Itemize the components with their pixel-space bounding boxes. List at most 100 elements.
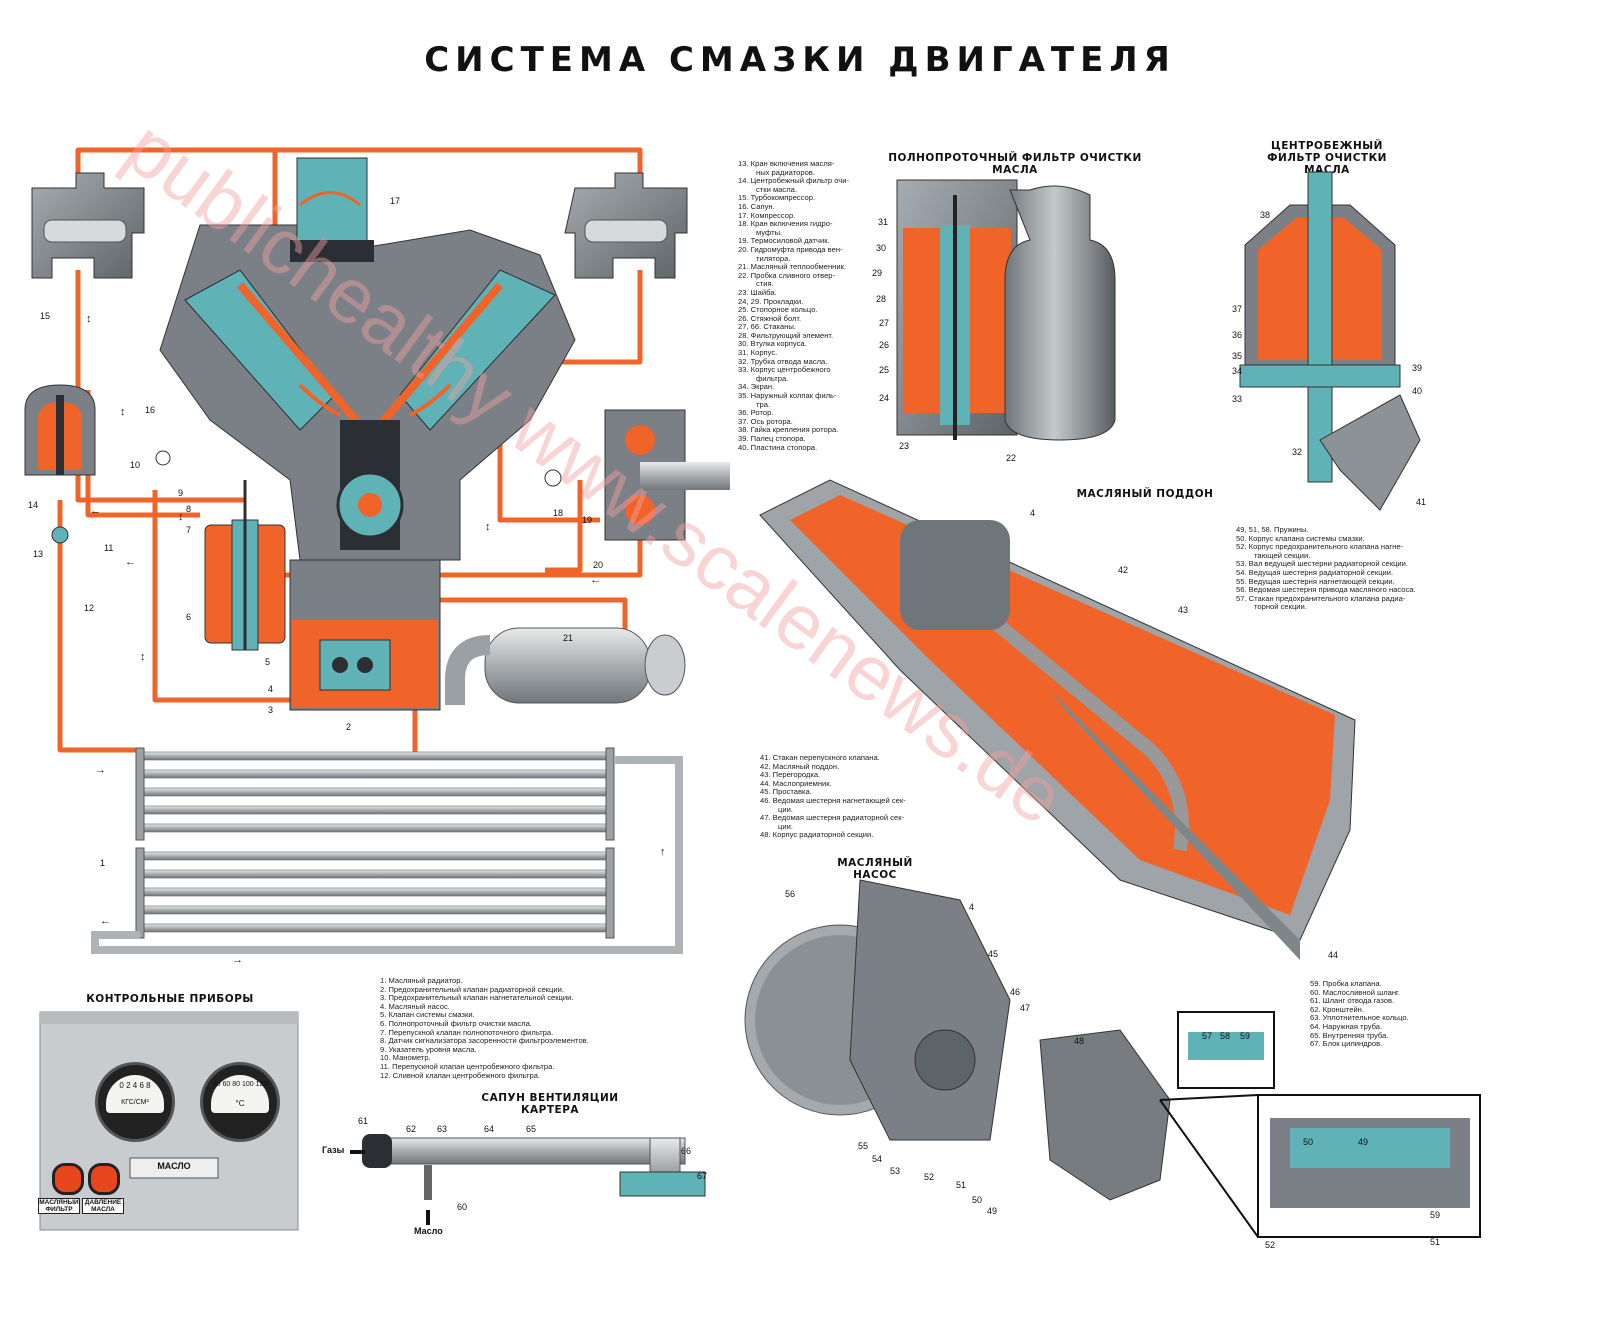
callout-pump: 58 bbox=[1220, 1031, 1231, 1041]
callout-main: 10 bbox=[130, 460, 141, 470]
legend-line: 21. Масляный теплообменник. bbox=[738, 262, 847, 272]
legend-line: 24, 29. Прокладки. bbox=[738, 296, 804, 306]
temperature-ticks: 40 60 80 100 120 bbox=[212, 1081, 268, 1088]
oil-pressure-lamp bbox=[88, 1163, 120, 1195]
legend-line: 63. Уплотнительное кольцо. bbox=[1310, 1013, 1409, 1023]
legend-line: 45. Проставка. bbox=[760, 787, 812, 797]
callout-full_flow: 24 bbox=[879, 393, 890, 403]
svg-text:↕: ↕ bbox=[485, 521, 491, 533]
callout-main: 16 bbox=[145, 405, 156, 415]
legend-line: 20. Гидромуфта привода вен- bbox=[738, 244, 843, 254]
legend-49-57: 49, 51, 58. Пружины.50. Корпус клапана с… bbox=[1236, 525, 1416, 612]
legend-line: 38. Гайка крепления ротора. bbox=[738, 425, 839, 435]
legend-line: 15. Турбокомпрессор. bbox=[738, 193, 816, 203]
legend-59-67: 59. Пробка клапана.60. Маслосливной шлан… bbox=[1310, 979, 1409, 1049]
compressor bbox=[290, 157, 374, 262]
centrifugal-filter-title: ЦЕНТРОБЕЖНЫЙ ФИЛЬТР ОЧИСТКИ МАСЛА bbox=[1267, 140, 1387, 176]
callout-breather: 62 bbox=[406, 1124, 417, 1134]
valve-18-icon bbox=[544, 469, 562, 487]
callout-pump: 51 bbox=[1430, 1237, 1441, 1247]
legend-line: 19. Термосиловой датчик. bbox=[738, 236, 830, 246]
oil-filter-lamp bbox=[52, 1163, 84, 1195]
callout-full_flow: 25 bbox=[879, 365, 890, 375]
turbocharger-left bbox=[31, 172, 145, 279]
callout-main: 19 bbox=[582, 515, 593, 525]
legend-line: 17. Компрессор. bbox=[738, 210, 796, 220]
legend-line: 3. Предохранительный клапан нагнетательн… bbox=[380, 993, 574, 1003]
callout-centrifugal: 33 bbox=[1232, 394, 1243, 404]
manometer-10-icon bbox=[155, 450, 171, 466]
legend-line: 67. Блок цилиндров. bbox=[1310, 1039, 1383, 1049]
callout-full_flow: 22 bbox=[1006, 453, 1017, 463]
gases-label: Газы bbox=[322, 1145, 345, 1155]
callout-pump: 59 bbox=[1240, 1031, 1251, 1041]
callout-pump: 50 bbox=[1303, 1137, 1314, 1147]
legend-line: 39. Палец стопора. bbox=[738, 434, 806, 443]
legend-line: ции. bbox=[778, 821, 793, 831]
callout-centrifugal: 32 bbox=[1292, 447, 1303, 457]
legend-line: 50. Корпус клапана системы смазки. bbox=[1236, 533, 1365, 543]
callout-pump: 57 bbox=[1202, 1031, 1213, 1041]
oil-radiator-1 bbox=[91, 747, 683, 954]
engine-sump bbox=[289, 559, 441, 711]
legend-line: 65. Внутренняя труба. bbox=[1310, 1030, 1389, 1040]
callout-full_flow: 27 bbox=[879, 318, 890, 328]
legend-1-12: 1. Масляный радиатор.2. Предохранительны… bbox=[380, 976, 589, 1080]
callout-main: 5 bbox=[265, 657, 271, 667]
svg-text:↕: ↕ bbox=[120, 406, 126, 418]
oil-temperature-gauge: 40 60 80 100 120 °С bbox=[200, 1062, 280, 1142]
callout-main: 7 bbox=[186, 525, 192, 535]
page-title: СИСТЕМА СМАЗКИ ДВИГАТЕЛЯ bbox=[424, 40, 1176, 80]
legend-line: 47. Ведомая шестерня радиаторной сек- bbox=[760, 813, 905, 823]
callout-main: 4 bbox=[268, 684, 274, 694]
legend-line: 11. Перепускной клапан центробежного фил… bbox=[380, 1061, 555, 1071]
legend-line: 59. Пробка клапана. bbox=[1310, 979, 1382, 988]
callout-pump: 49 bbox=[987, 1206, 998, 1216]
legend-line: 46. Ведомая шестерня нагнетающей сек- bbox=[760, 795, 906, 805]
legend-line: 9. Указатель уровня масла. bbox=[380, 1044, 477, 1054]
callout-centrifugal: 39 bbox=[1412, 363, 1423, 373]
callout-pump: 4 bbox=[969, 902, 975, 912]
callout-main: 20 bbox=[593, 560, 604, 570]
callout-main: 18 bbox=[553, 508, 564, 518]
callout-full_flow: 29 bbox=[872, 268, 883, 278]
callout-full_flow: 28 bbox=[876, 294, 887, 304]
callout-pump: 59 bbox=[1430, 1210, 1441, 1220]
callout-centrifugal: 40 bbox=[1412, 386, 1423, 396]
legend-line: 12. Сливной клапан центробежного фильтра… bbox=[380, 1070, 541, 1080]
callout-centrifugal: 35 bbox=[1232, 351, 1243, 361]
legend-line: стия. bbox=[756, 279, 774, 289]
callout-breather: 61 bbox=[358, 1116, 369, 1126]
callout-pan: 43 bbox=[1178, 605, 1189, 615]
legend-line: 43. Перегородка. bbox=[760, 770, 821, 780]
oil-pressure-gauge: 0 2 4 6 8 КГС/СМ² bbox=[95, 1062, 175, 1142]
callout-breather: 67 bbox=[697, 1171, 708, 1181]
legend-line: 48. Корпус радиаторной секции. bbox=[760, 830, 874, 840]
legend-line: тилятора. bbox=[756, 253, 791, 263]
legend-line: тра. bbox=[756, 399, 771, 409]
legend-line: 57. Стакан предохранительного клапана ра… bbox=[1236, 593, 1406, 603]
breather-title: САПУН ВЕНТИЛЯЦИИ КАРТЕРА bbox=[481, 1092, 619, 1116]
legend-line: торной секции. bbox=[1254, 602, 1307, 612]
legend-line: 26. Стяжной болт. bbox=[738, 313, 802, 323]
callout-pump: 46 bbox=[1010, 987, 1021, 997]
legend-line: 1. Масляный радиатор. bbox=[380, 976, 463, 985]
legend-41-48: 41. Стакан перепускного клапана.42. Масл… bbox=[760, 753, 906, 840]
legend-line: 10. Манометр. bbox=[380, 1053, 431, 1063]
legend-line: 61. Шланг отвода газов. bbox=[1310, 996, 1395, 1006]
callout-pump: 50 bbox=[972, 1195, 983, 1205]
callout-centrifugal: 41 bbox=[1416, 497, 1427, 507]
oil-pan-detail bbox=[759, 479, 1356, 960]
oil-pan-title: МАСЛЯНЫЙ ПОДДОН bbox=[1076, 488, 1214, 500]
legend-line: 49, 51, 58. Пружины. bbox=[1236, 525, 1309, 534]
callout-pan: 4 bbox=[1030, 508, 1036, 518]
legend-line: 32. Трубка отвода масла. bbox=[738, 356, 828, 366]
callout-centrifugal: 34 bbox=[1232, 366, 1243, 376]
oil-pump-title: МАСЛЯНЫЙ НАСОС bbox=[837, 857, 913, 881]
legend-line: 52. Корпус предохранительного клапана на… bbox=[1236, 542, 1404, 552]
svg-text:↕: ↕ bbox=[140, 651, 146, 663]
legend-line: 30. Втулка корпуса. bbox=[738, 339, 807, 349]
callout-full_flow: 30 bbox=[876, 243, 887, 253]
